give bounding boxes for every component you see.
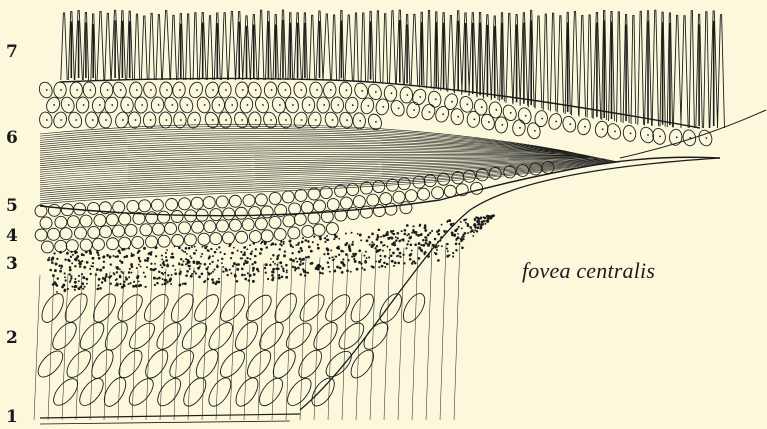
layer-label-7: 7 <box>6 44 18 61</box>
layer-label-5: 5 <box>6 198 18 215</box>
layer-label-2: 2 <box>6 330 18 347</box>
layer-label-3: 3 <box>6 256 18 273</box>
layer-label-6: 6 <box>6 130 18 147</box>
ganglion-cell-layer <box>34 241 460 420</box>
molecular-layer <box>47 214 495 292</box>
layer-label-1: 1 <box>6 409 18 426</box>
layer-label-4: 4 <box>6 228 18 245</box>
fovea-centralis-caption: fovea centralis <box>522 258 655 284</box>
